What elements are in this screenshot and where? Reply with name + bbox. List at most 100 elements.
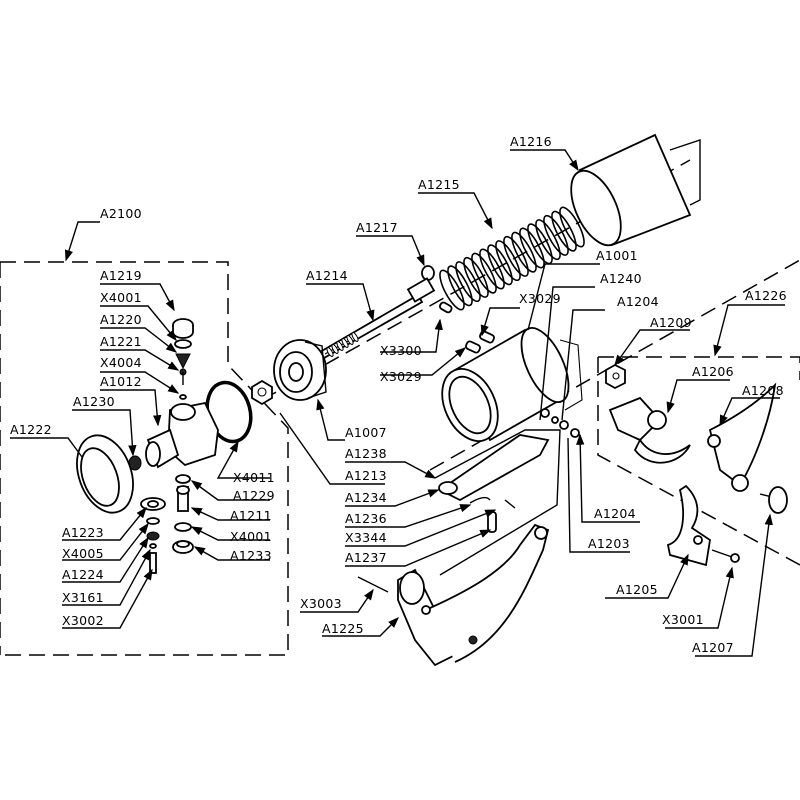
label-a1222: A1222 xyxy=(10,422,52,437)
group-box-a2100 xyxy=(0,261,289,656)
part-a1205-hook xyxy=(666,484,711,567)
label-a1204-bottom: A1204 xyxy=(594,506,636,521)
label-a1001: A1001 xyxy=(596,248,638,263)
label-a1224: A1224 xyxy=(62,567,104,582)
label-a1220: A1220 xyxy=(100,312,142,327)
part-a1208-blade xyxy=(707,382,777,492)
label-a1238: A1238 xyxy=(345,446,387,461)
part-a1229-seat xyxy=(175,474,191,484)
leader-lines xyxy=(10,149,785,657)
rod-thread xyxy=(331,344,339,354)
part-x4001-oring-top xyxy=(174,339,192,349)
spring-coil xyxy=(447,265,473,307)
rod-thread xyxy=(351,332,359,342)
spring-coil xyxy=(543,214,569,256)
part-labels: A2100 A1219 X4001 A1220 A1221 X4004 A101… xyxy=(10,134,787,655)
spring-coil xyxy=(503,235,529,277)
spring-coil xyxy=(487,244,513,286)
rod-thread xyxy=(326,347,334,357)
label-x4005: X4005 xyxy=(62,546,104,561)
label-a1217: A1217 xyxy=(356,220,398,235)
part-x3003-screw xyxy=(357,576,389,593)
part-a1207-knob xyxy=(759,486,788,514)
label-a1215: A1215 xyxy=(418,177,460,192)
part-a1222-ring-nut xyxy=(76,434,134,514)
part-a1211-valve-stem xyxy=(176,485,190,512)
label-a1211: A1211 xyxy=(230,508,272,523)
part-a1236-pin xyxy=(504,499,516,509)
label-a1203: A1203 xyxy=(588,536,630,551)
label-a1221: A1221 xyxy=(100,334,142,349)
label-x3161: X3161 xyxy=(62,590,104,605)
part-a1217-bushing xyxy=(421,265,435,281)
part-a1209-nut xyxy=(605,363,626,390)
assembly-axis-lines xyxy=(261,159,800,471)
part-a1238-bracket xyxy=(438,434,550,502)
label-a1208: A1208 xyxy=(742,383,784,398)
spring-coil xyxy=(559,206,585,248)
part-a1215-spring xyxy=(439,206,585,311)
part-x3161-washer xyxy=(149,543,157,549)
label-x4001-bottom: X4001 xyxy=(230,529,272,544)
spring-coil xyxy=(527,223,553,265)
part-a1224-nut xyxy=(146,531,160,541)
part-a1234-spring xyxy=(469,496,491,504)
part-a1007-piston xyxy=(273,339,327,401)
part-x4005-oring xyxy=(146,517,160,525)
label-a1225: A1225 xyxy=(322,621,364,636)
label-x3029-bottom: X3029 xyxy=(380,369,422,384)
part-a1225-handle xyxy=(397,523,550,667)
label-a2100: A2100 xyxy=(100,206,142,221)
label-a1236: A1236 xyxy=(345,511,387,526)
label-x4011: X4011 xyxy=(233,470,275,485)
label-x4001-top: X4001 xyxy=(100,290,142,305)
spring-coil xyxy=(551,210,577,252)
label-a1219: A1219 xyxy=(100,268,142,283)
part-a1233-seal xyxy=(172,540,194,554)
part-a1221-needle xyxy=(179,368,187,385)
part-x4001-oring-bottom xyxy=(174,522,192,532)
label-a1240: A1240 xyxy=(600,271,642,286)
label-a1207: A1207 xyxy=(692,640,734,655)
label-x3029-top: X3029 xyxy=(519,291,561,306)
part-a1216-sleeve xyxy=(570,133,701,247)
label-a1233: A1233 xyxy=(230,548,272,563)
label-a1229: A1229 xyxy=(233,488,275,503)
label-a1205: A1205 xyxy=(616,582,658,597)
spring-coil xyxy=(511,231,537,273)
label-a1213: A1213 xyxy=(345,468,387,483)
part-x3001-screw xyxy=(711,549,740,563)
label-a1237: A1237 xyxy=(345,550,387,565)
spring-coil xyxy=(479,248,505,290)
label-x3300: X3300 xyxy=(380,343,422,358)
label-a1223: A1223 xyxy=(62,525,104,540)
spring-coil xyxy=(471,252,497,294)
label-x3344: X3344 xyxy=(345,530,387,545)
spring-coil xyxy=(519,227,545,269)
label-a1204-top: A1204 xyxy=(617,294,659,309)
group-box-trigger xyxy=(434,429,561,576)
part-a1213-nut xyxy=(251,379,273,406)
label-x3001: X3001 xyxy=(662,612,704,627)
part-a1237-lever xyxy=(487,511,497,533)
label-a1216: A1216 xyxy=(510,134,552,149)
part-a1206-blade xyxy=(608,396,691,464)
label-a1012: A1012 xyxy=(100,374,142,389)
rod-thread xyxy=(341,338,349,348)
label-a1206: A1206 xyxy=(692,364,734,379)
part-a1219-cap xyxy=(172,318,194,339)
part-a1012-body xyxy=(145,401,219,469)
label-a1007: A1007 xyxy=(345,425,387,440)
label-a1209: A1209 xyxy=(650,315,692,330)
rod-thread xyxy=(336,341,344,351)
spring-coil xyxy=(535,219,561,261)
label-a1214: A1214 xyxy=(306,268,348,283)
label-x4004: X4004 xyxy=(100,355,142,370)
label-a1230: A1230 xyxy=(73,394,115,409)
spring-coil xyxy=(439,269,465,311)
label-x3003: X3003 xyxy=(300,596,342,611)
spring-coil xyxy=(495,240,521,282)
part-x4004-washer xyxy=(179,394,187,400)
